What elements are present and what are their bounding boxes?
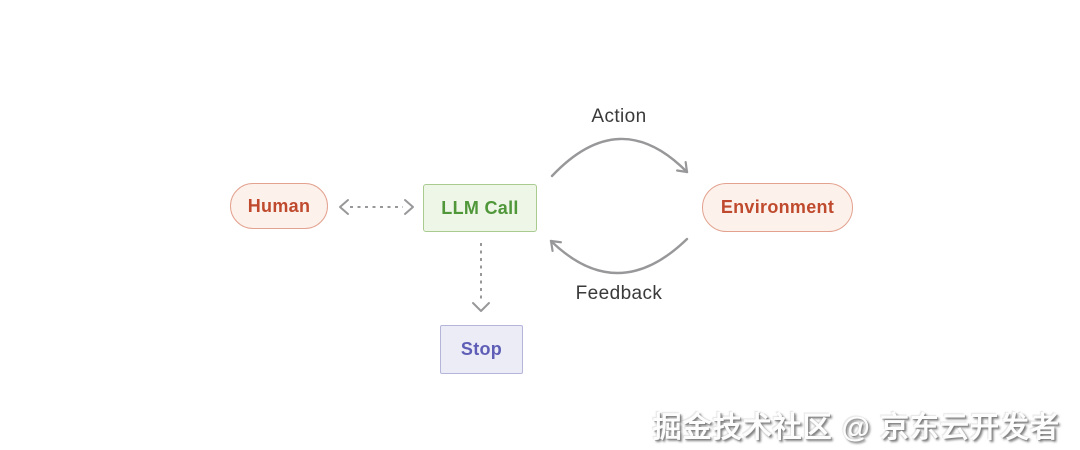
feedback-edge-label: Feedback — [575, 283, 663, 304]
llm-stop-dashed-arrow — [472, 243, 490, 312]
node-human-label: Human — [247, 195, 311, 216]
node-llm-call: LLM Call — [423, 184, 537, 232]
node-environment-label: Environment — [720, 197, 835, 217]
down-chevron-arrowhead-icon — [472, 302, 490, 312]
feedback-arrow — [549, 237, 689, 275]
action-arrow — [550, 137, 689, 178]
node-environment: Environment — [702, 183, 853, 232]
human-llm-dashed-arrow — [339, 199, 414, 215]
watermark: 掘金技术社区 @ 京东云开发者 — [652, 412, 1060, 444]
node-stop-label: Stop — [460, 339, 503, 359]
action-edge-label: Action — [591, 106, 647, 127]
node-stop: Stop — [440, 325, 523, 374]
node-human: Human — [230, 183, 328, 229]
right-chevron-arrowhead-icon — [404, 199, 414, 215]
left-chevron-arrowhead-icon — [339, 199, 349, 215]
node-llm-call-label: LLM Call — [441, 197, 519, 218]
